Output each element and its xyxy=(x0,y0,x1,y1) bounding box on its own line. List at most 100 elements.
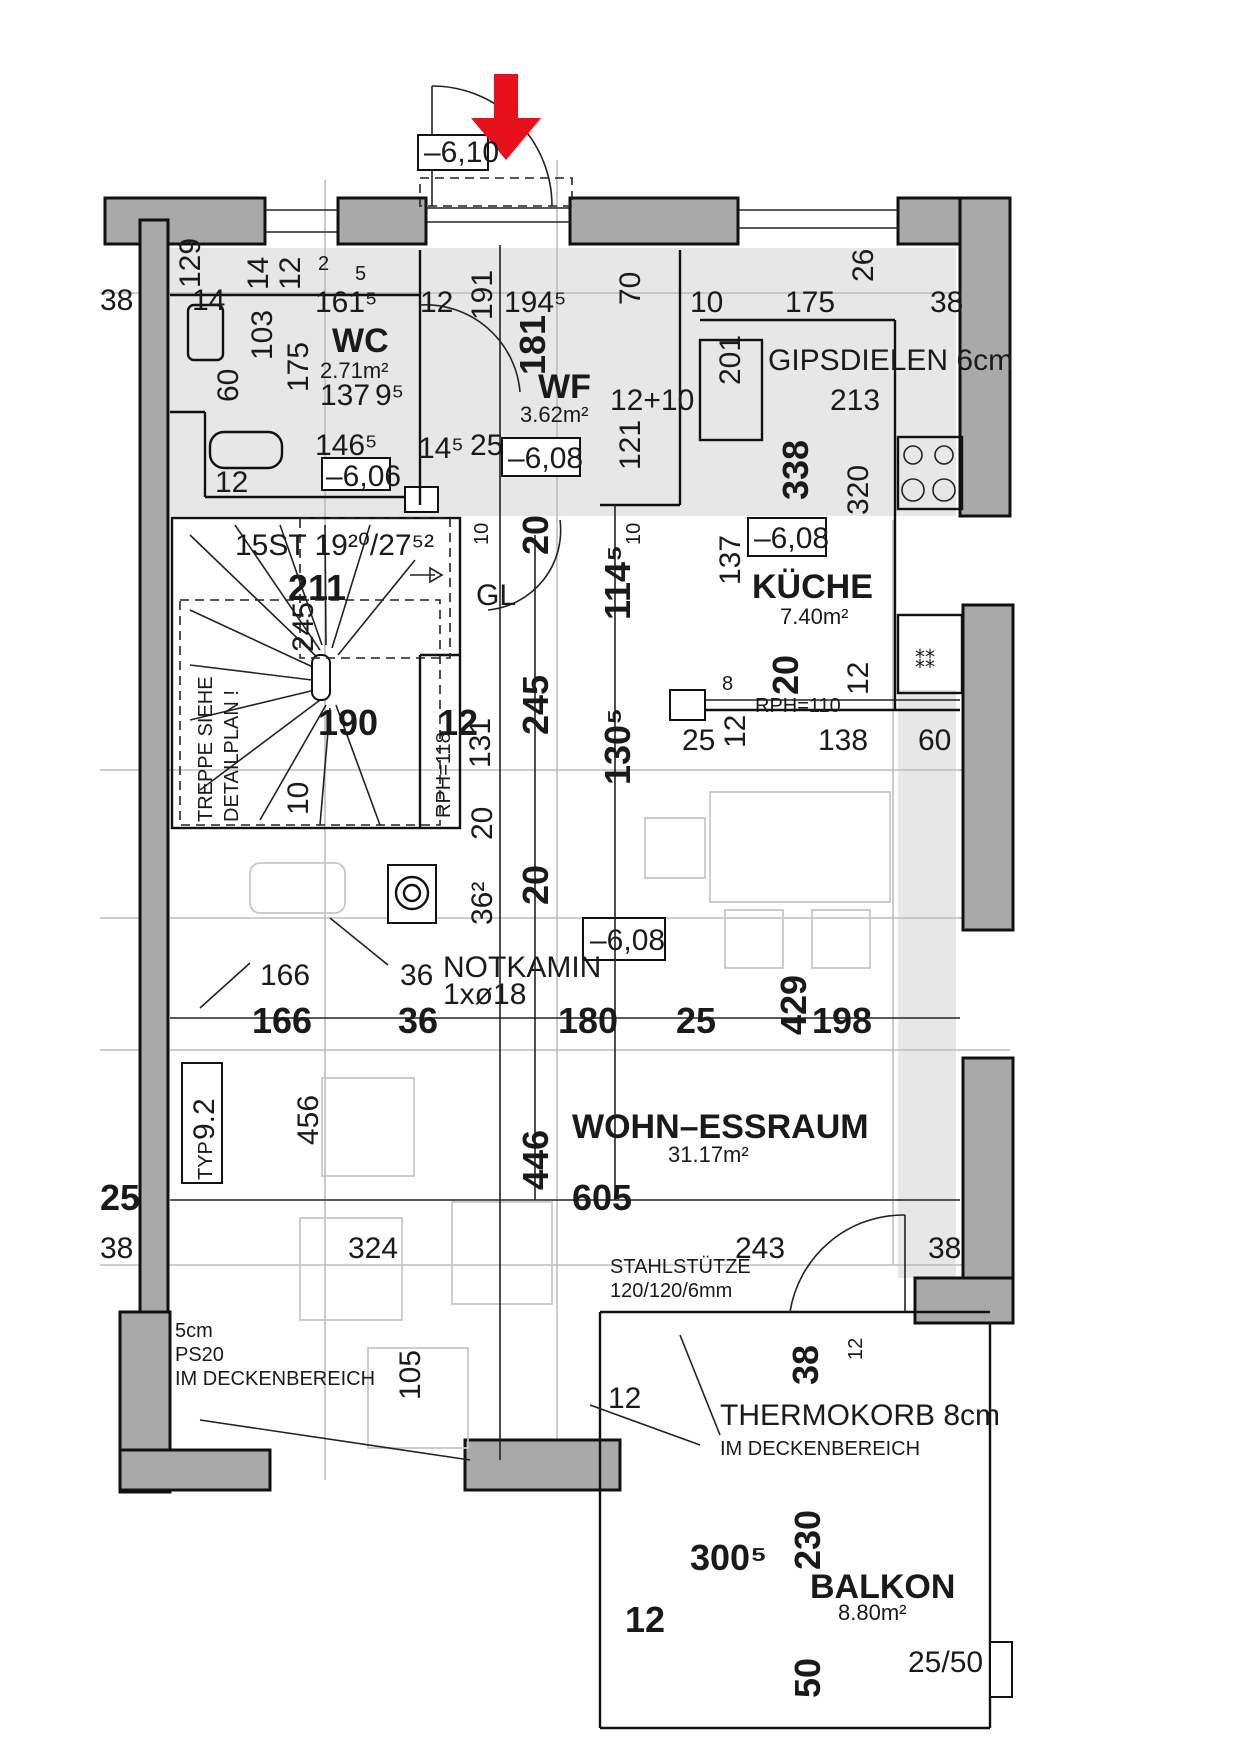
dim-10a: 10 xyxy=(690,286,723,319)
rph-118-note: RPH=118 xyxy=(433,732,455,818)
room-name-balkon: BALKON xyxy=(810,1568,955,1606)
dim-60: 60 xyxy=(212,369,245,402)
room-area-wf: 3.62m² xyxy=(520,402,588,427)
typ-number: 9.2 xyxy=(188,1098,221,1140)
dim-129: 129 xyxy=(174,238,207,288)
fixtures: ⁑⁑ xyxy=(186,303,964,1461)
dim-38-bottom-left: 38 xyxy=(100,1232,133,1265)
dim-20c: 20 xyxy=(466,807,499,840)
window-recess-shading xyxy=(898,690,956,1278)
dim-25c: 25 xyxy=(676,1000,716,1041)
treppe-note-line1: TREPPE SIEHE xyxy=(195,676,217,822)
dim-146: 146⁵ xyxy=(315,429,378,462)
room-labels: WC 2.71m² WF 3.62m² KÜCHE 7.40m² WOHN–ES… xyxy=(320,322,955,1625)
dim-12a: 12 xyxy=(274,257,307,290)
dim-166-small: 166 xyxy=(260,959,310,992)
dim-429: 429 xyxy=(773,975,814,1035)
dim-137b: 137 xyxy=(714,535,747,585)
pier-note: 25/50 xyxy=(908,1646,983,1679)
typ-prefix: TYP xyxy=(195,1141,217,1180)
kitchen-sink xyxy=(698,338,764,442)
dim-446: 446 xyxy=(515,1130,556,1190)
dim-362: 36² xyxy=(466,882,499,925)
room-name-wf: WF xyxy=(538,368,591,406)
dim-14b: 14 xyxy=(242,257,275,290)
notkamin-note: NOTKAMIN xyxy=(443,951,601,984)
dim-14a: 14 xyxy=(192,284,225,317)
dim-5: 5 xyxy=(355,263,366,285)
treppe-note-line2: DETAILPLAN ! xyxy=(221,690,243,822)
stahlstuetze-line2: 120/120/6mm xyxy=(610,1280,732,1302)
dim-121: 121 xyxy=(614,420,647,470)
dim-12d: 12 xyxy=(438,702,478,743)
dim-175-top: 175 xyxy=(785,286,835,319)
level-wf: –6,08 xyxy=(508,442,583,475)
stair-steps-note: 15ST 19²⁰/27⁵² xyxy=(235,529,434,562)
cooktop xyxy=(896,435,964,511)
dim-10b: 10 xyxy=(471,523,493,545)
dim-38-bottom-right: 38 xyxy=(928,1232,961,1265)
guide-lines xyxy=(100,160,1010,1480)
dim-20d: 20 xyxy=(515,865,556,905)
dim-130: 130⁵ xyxy=(597,708,638,785)
dim-243: 243 xyxy=(735,1232,785,1265)
dim-12b: 12 xyxy=(420,286,453,319)
dimension-lines xyxy=(170,245,960,1460)
dim-12p10: 12+10 xyxy=(610,384,694,417)
dim-14b5: 14⁵ xyxy=(418,432,464,465)
dim-324: 324 xyxy=(348,1232,398,1265)
partitions xyxy=(170,250,1013,1730)
rph-110-note: RPH=110 xyxy=(755,695,841,717)
thermokorb-sub: IM DECKENBEREICH xyxy=(720,1438,920,1460)
dim-50: 50 xyxy=(787,1658,828,1698)
dim-138: 138 xyxy=(818,724,868,757)
dim-105: 105 xyxy=(394,1350,427,1400)
room-name-wc: WC xyxy=(332,322,389,360)
annotations: GIPSDIELEN 6cm 15ST 19²⁰/27⁵² TREPPE SIE… xyxy=(175,344,1013,1679)
gl-note: GL xyxy=(476,579,516,612)
ps-note-line3: IM DECKENBEREICH xyxy=(175,1368,375,1390)
level-kueche: –6,08 xyxy=(754,522,829,555)
dim-2: 2 xyxy=(318,253,329,275)
dim-25a: 25 xyxy=(470,429,503,462)
gipsdielen-note: GIPSDIELEN 6cm xyxy=(768,344,1013,377)
dim-25-left: 25 xyxy=(100,1177,140,1218)
level-entrance: –6,10 xyxy=(424,136,499,169)
thermokorb-note: THERMOKORB 8cm xyxy=(720,1399,1000,1432)
walls xyxy=(103,196,1015,1494)
dim-175-wc: 175 xyxy=(282,342,315,392)
room-name-wohn: WOHN–ESSRAUM xyxy=(572,1108,869,1146)
dim-25b: 25 xyxy=(682,724,715,757)
dim-20b: 20 xyxy=(765,655,806,695)
dim-36: 36 xyxy=(398,1000,438,1041)
dim-38-balkon: 38 xyxy=(785,1345,826,1385)
dim-12-balkon: 12 xyxy=(845,1338,867,1360)
wash-basin xyxy=(186,303,225,362)
ps-note-line2: PS20 xyxy=(175,1344,224,1366)
entrance-arrow-icon xyxy=(471,74,541,160)
level-wohn: –6,08 xyxy=(590,924,665,957)
dim-245a: 245 xyxy=(287,602,320,652)
dim-8: 8 xyxy=(722,673,733,695)
dim-180: 180 xyxy=(558,1000,618,1041)
room-area-wohn: 31.17m² xyxy=(668,1142,749,1167)
dim-12h: 12 xyxy=(625,1599,665,1640)
fridge xyxy=(896,613,964,695)
dimension-values: 129 14 14 12 2 5 38 161⁵ 12 191 194⁵ 70 … xyxy=(100,238,963,1698)
dim-12c: 12 xyxy=(215,466,248,499)
dim-137: 137 xyxy=(320,379,370,412)
notkamin-size: 1xø18 xyxy=(443,978,526,1011)
room-area-balkon: 8.80m² xyxy=(838,1600,906,1625)
dim-456: 456 xyxy=(292,1095,325,1145)
dim-12g: 12 xyxy=(608,1382,641,1415)
dim-194: 194⁵ xyxy=(504,286,567,319)
dim-20a: 20 xyxy=(515,515,556,555)
dim-320: 320 xyxy=(842,465,875,515)
staircase xyxy=(179,517,451,826)
level-markers: –6,10 –6,06 –6,08 –6,08 –6,08 xyxy=(321,136,829,961)
dim-114: 114⁵ xyxy=(597,545,638,620)
dim-9: 9⁵ xyxy=(375,379,404,412)
dim-191: 191 xyxy=(466,270,499,320)
dim-36-small: 36 xyxy=(400,959,433,992)
